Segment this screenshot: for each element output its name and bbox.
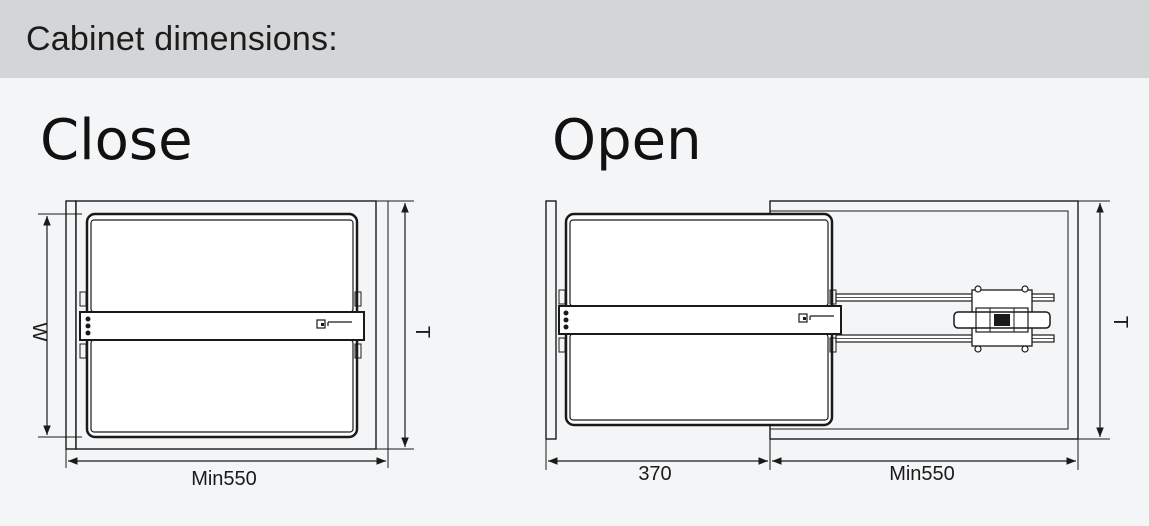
close-w-label: W bbox=[28, 323, 50, 342]
page-title: Cabinet dimensions: bbox=[26, 20, 338, 58]
open-latch-bar bbox=[809, 315, 834, 320]
close-cabinet-inner bbox=[65, 200, 389, 450]
close-basket-tray-top bbox=[90, 219, 354, 313]
close-lug bbox=[354, 343, 362, 359]
close-lug bbox=[354, 291, 362, 307]
close-basket-tray-bottom bbox=[90, 339, 354, 433]
open-t-label: T bbox=[1109, 316, 1131, 328]
open-min550-label: Min550 bbox=[889, 463, 955, 485]
close-rail-screw bbox=[85, 316, 91, 322]
close-t-label: T bbox=[411, 326, 433, 338]
close-latch-bar bbox=[327, 321, 352, 326]
open-rail-screw bbox=[563, 324, 569, 330]
open-mechanism-bolt bbox=[1021, 285, 1029, 293]
close-lug bbox=[79, 343, 87, 359]
open-rail-screw bbox=[563, 317, 569, 323]
open-lug bbox=[829, 337, 837, 353]
open-mechanism-bolt bbox=[974, 285, 982, 293]
open-rail-screw bbox=[563, 310, 569, 316]
open-latch bbox=[798, 313, 808, 323]
open-view bbox=[545, 200, 1110, 470]
open-mechanism-bolt bbox=[974, 345, 982, 353]
close-door-panel bbox=[65, 200, 77, 450]
open-basket-tray-top bbox=[569, 219, 829, 307]
close-bottom-label: Min550 bbox=[191, 468, 257, 490]
close-rail-screw bbox=[85, 330, 91, 336]
open-center-rail bbox=[558, 305, 842, 335]
open-basket-tray-bottom bbox=[569, 333, 829, 421]
open-lug bbox=[558, 337, 566, 353]
open-view-title: Open bbox=[552, 108, 702, 173]
open-lug bbox=[558, 289, 566, 305]
close-view bbox=[38, 200, 414, 468]
close-latch bbox=[316, 319, 326, 329]
close-view-title: Close bbox=[40, 108, 193, 173]
close-rail-screw bbox=[85, 323, 91, 329]
open-370-label: 370 bbox=[638, 463, 671, 485]
open-door-panel bbox=[545, 200, 557, 440]
close-lug bbox=[79, 291, 87, 307]
open-mechanism-bolt bbox=[1021, 345, 1029, 353]
header-bar: Cabinet dimensions: bbox=[0, 0, 1149, 78]
